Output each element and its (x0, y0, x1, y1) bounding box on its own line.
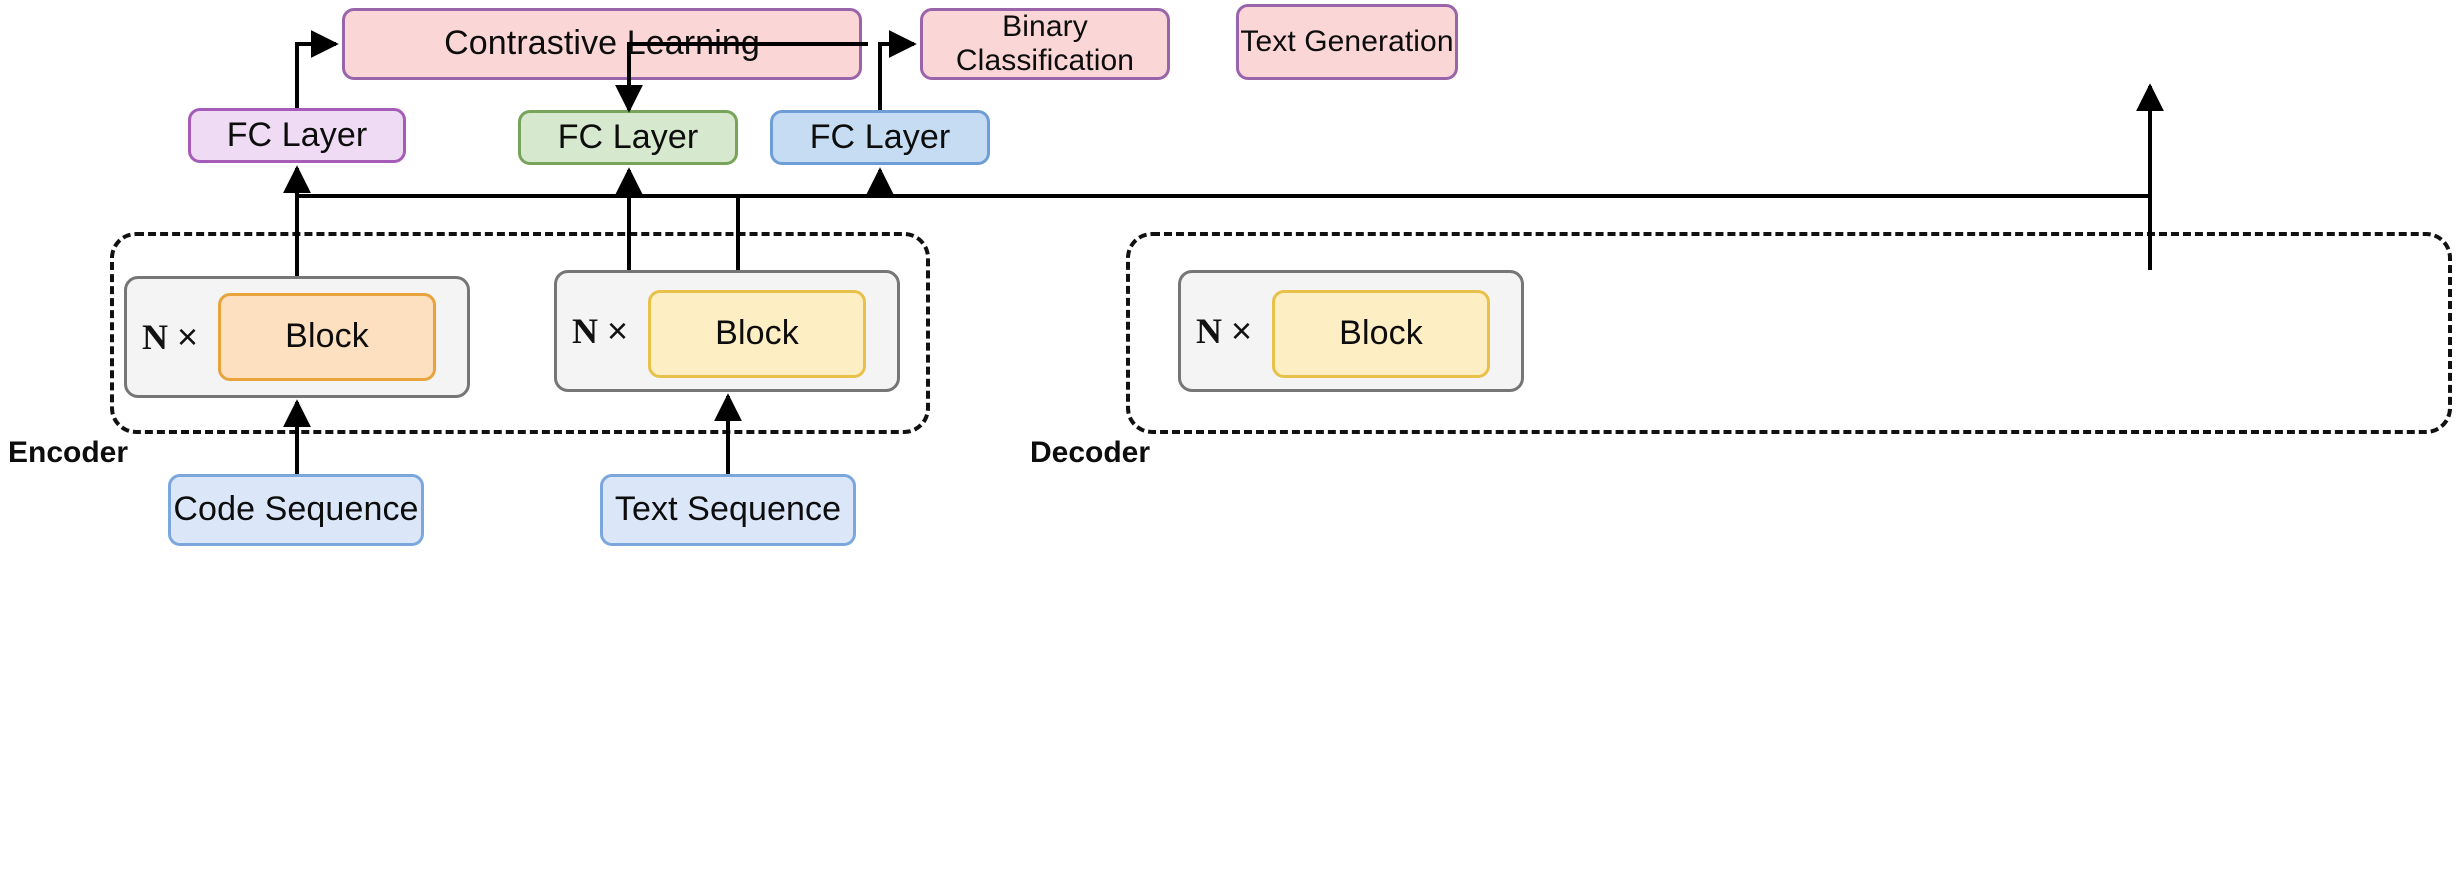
input-code-sequence[interactable]: Code Sequence (168, 474, 424, 546)
repeat-symbol: N (572, 311, 598, 351)
task-text-generation[interactable]: Text Generation (1236, 4, 1458, 80)
decoder-block[interactable]: Block (1272, 290, 1490, 378)
decoder-group-boundary (1126, 232, 2452, 434)
encoder-text-repeat-label: N × (572, 310, 628, 352)
decoder-group-label: Decoder (1030, 436, 1151, 469)
encoder-text-block[interactable]: Block (648, 290, 866, 378)
encoder-group-label: Encoder (8, 436, 129, 469)
fc-layer-text[interactable]: FC Layer (518, 110, 738, 165)
encoder-group-boundary (110, 232, 930, 434)
task-contrastive-learning[interactable]: Contrastive Learning (342, 8, 862, 80)
times-symbol: × (607, 310, 629, 351)
wire-fc-blue-to-binary (878, 30, 917, 110)
task-binary-classification[interactable]: Binary Classification (920, 8, 1170, 80)
times-symbol: × (1231, 310, 1253, 351)
repeat-symbol: N (1196, 311, 1222, 351)
wire-fc-purple-to-contrastive (295, 30, 339, 108)
input-text-sequence[interactable]: Text Sequence (600, 474, 856, 546)
times-symbol: × (177, 316, 199, 357)
fc-layer-match[interactable]: FC Layer (770, 110, 990, 165)
decoder-repeat-label: N × (1196, 310, 1252, 352)
fc-layer-code[interactable]: FC Layer (188, 108, 406, 163)
repeat-symbol: N (142, 317, 168, 357)
encoder-code-repeat-label: N × (142, 316, 198, 358)
encoder-code-block[interactable]: Block (218, 293, 436, 381)
